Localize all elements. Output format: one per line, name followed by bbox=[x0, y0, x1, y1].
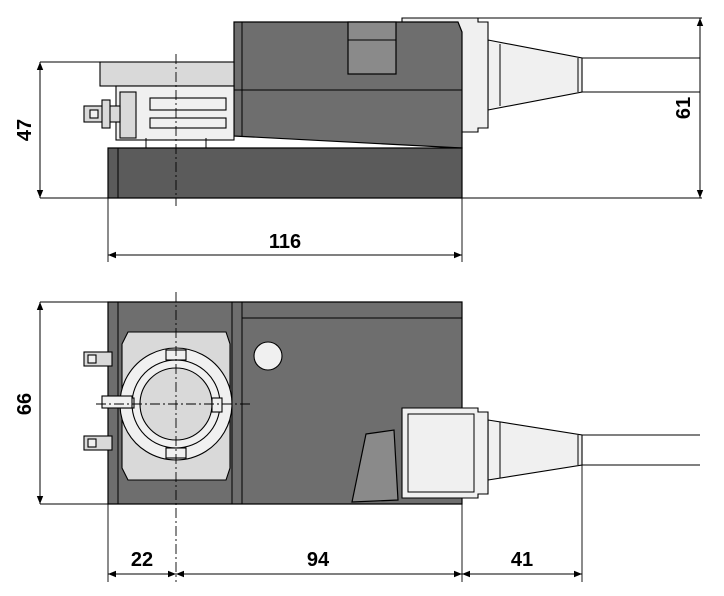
side-clamp bbox=[83, 61, 235, 148]
dimension-116: 116 bbox=[269, 231, 301, 253]
dimension-61: 61 bbox=[673, 97, 695, 119]
side-cable bbox=[487, 39, 700, 111]
side-base bbox=[107, 147, 463, 199]
top-cable bbox=[487, 419, 700, 481]
dimension-22: 22 bbox=[131, 549, 153, 571]
manual-release-button bbox=[351, 429, 399, 503]
top-view: 66 22 94 41 bbox=[14, 292, 700, 582]
dimension-47: 47 bbox=[14, 119, 36, 141]
position-indicator-hole bbox=[253, 341, 283, 371]
side-cover-tab bbox=[347, 21, 397, 75]
top-cable-gland bbox=[401, 407, 489, 499]
top-clamp-bolts bbox=[83, 351, 133, 451]
dimension-41: 41 bbox=[511, 549, 533, 571]
side-view: 47 61 116 bbox=[14, 17, 704, 262]
dimension-94: 94 bbox=[307, 549, 330, 571]
dimension-66: 66 bbox=[14, 393, 36, 415]
